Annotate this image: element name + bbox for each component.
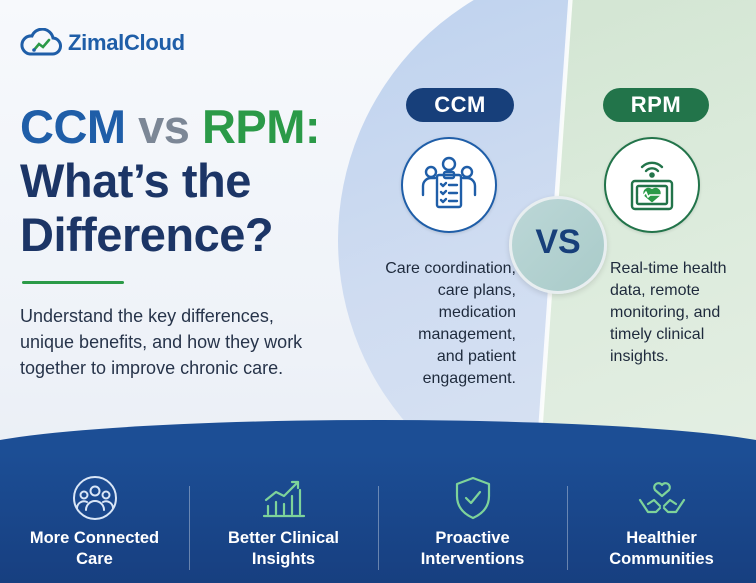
hands-heart-icon xyxy=(638,482,685,514)
benefit-label-line: Communities xyxy=(609,550,714,568)
vs-badge: VS xyxy=(509,196,607,294)
benefit-clinical-insights: Better Clinical Insights xyxy=(189,464,378,580)
rpm-desc-line: timely clinical xyxy=(610,326,705,343)
benefit-label: Healthier Communities xyxy=(609,528,714,570)
ccm-desc-line: and patient xyxy=(436,348,516,365)
subtitle: Understand the key differences, unique b… xyxy=(20,306,303,378)
cloud-logo-icon xyxy=(20,28,62,56)
rpm-desc-line: Real-time health xyxy=(610,260,727,277)
benefit-label: Proactive Interventions xyxy=(421,528,525,570)
benefit-label-line: Care xyxy=(76,550,113,568)
remote-heart-monitor-icon xyxy=(630,161,674,211)
ccm-desc-line: management, xyxy=(418,326,516,343)
care-team-clipboard-icon xyxy=(421,156,477,209)
benefit-connected-care: More Connected Care xyxy=(0,464,189,580)
brand-logo: ZimalCloud xyxy=(20,28,185,58)
ccm-label: CCM xyxy=(406,88,514,122)
benefits-band xyxy=(0,452,756,583)
title-line-3: Difference? xyxy=(20,208,274,261)
rpm-desc-line: insights. xyxy=(610,348,669,365)
title-ccm: CCM xyxy=(20,100,126,153)
ccm-desc-line: Care coordination, xyxy=(385,260,516,277)
rpm-desc-line: data, remote xyxy=(610,282,700,299)
benefit-label-line: Better Clinical xyxy=(228,529,339,547)
title-vs: vs xyxy=(138,100,190,153)
title-rpm: RPM: xyxy=(201,100,321,153)
benefit-label-line: More Connected xyxy=(29,529,160,547)
benefit-label-line: Insights xyxy=(251,550,316,568)
growth-chart-icon xyxy=(262,480,305,518)
ccm-description: Care coordination, care plans, medicatio… xyxy=(366,258,516,390)
benefit-proactive-interventions: Proactive Interventions xyxy=(378,464,567,580)
rpm-desc-line: monitoring, and xyxy=(610,304,721,321)
ccm-desc-line: care plans, xyxy=(437,282,516,299)
benefit-label: More Connected Care xyxy=(30,528,159,570)
title-underline xyxy=(22,281,124,284)
benefit-label-line: Healthier xyxy=(626,529,697,547)
shield-check-icon xyxy=(455,476,490,520)
rpm-label: RPM xyxy=(603,88,709,122)
benefits-row: More Connected Care Better Clinical Insi… xyxy=(0,464,756,580)
rpm-icon-badge xyxy=(604,137,700,233)
benefit-label-line: Interventions xyxy=(420,550,525,568)
rpm-description: Real-time health data, remote monitoring… xyxy=(610,258,756,368)
ccm-desc-line: engagement. xyxy=(422,370,516,387)
connected-people-icon xyxy=(72,476,117,520)
benefit-label: Better Clinical Insights xyxy=(228,528,339,570)
title-line-2: What’s the xyxy=(20,154,251,207)
page-title: CCM vs RPM: What’s the Difference? xyxy=(20,100,360,262)
ccm-desc-line: medication xyxy=(438,304,516,321)
brand-name: ZimalCloud xyxy=(68,30,185,55)
ccm-icon-badge xyxy=(401,137,497,233)
benefit-healthier-communities: Healthier Communities xyxy=(567,464,756,580)
benefit-label-line: Proactive xyxy=(435,529,510,547)
